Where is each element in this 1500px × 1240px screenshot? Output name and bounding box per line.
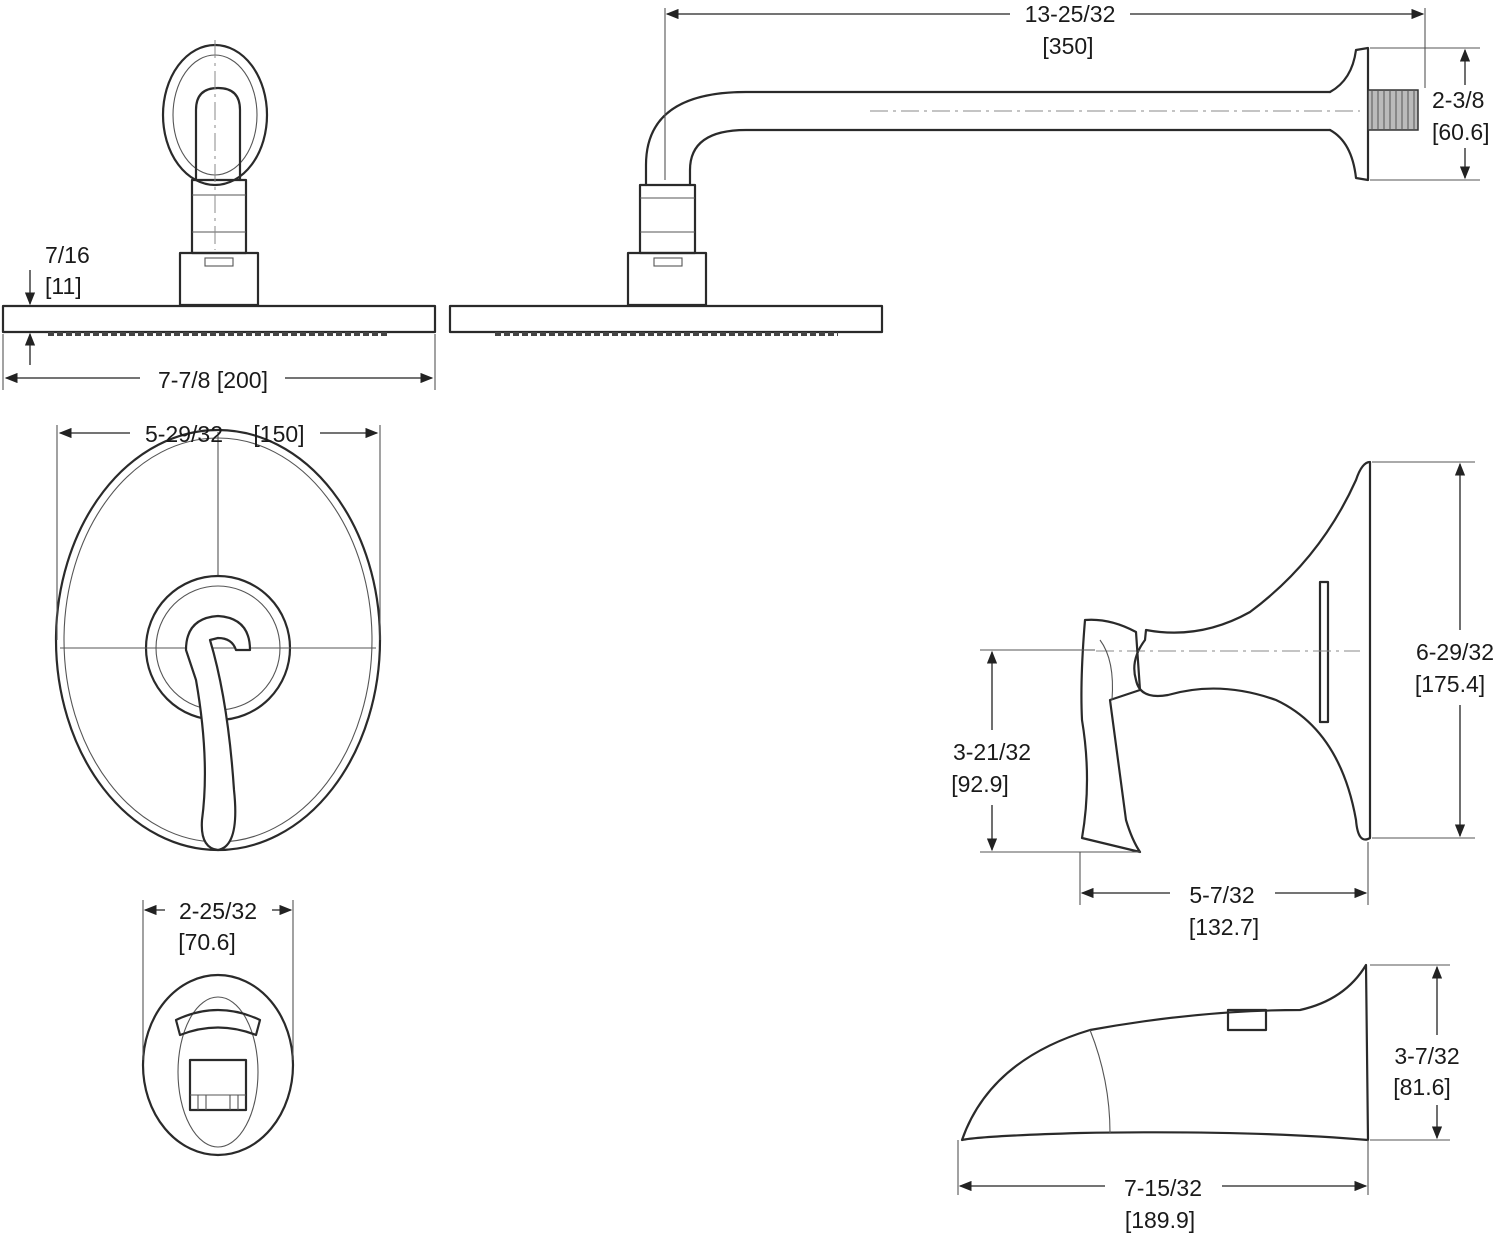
trim-width-imperial: 5-29/32	[145, 421, 223, 447]
valve-handle-side-view	[1080, 460, 1372, 854]
trim-width-metric: [150]	[253, 421, 304, 447]
valve-trim-front-view	[54, 428, 382, 852]
spout-face-imperial: 2-25/32	[179, 898, 257, 924]
handle-height-imperial: 3-21/32	[953, 739, 1031, 765]
head-thickness-metric: [11]	[45, 273, 82, 299]
projection-imperial: 5-7/32	[1189, 882, 1254, 908]
arm-length-metric: [350]	[1042, 33, 1093, 59]
arm-length-imperial: 13-25/32	[1025, 1, 1116, 27]
spout-face-metric: [70.6]	[178, 929, 236, 955]
arm-flange-metric: [60.6]	[1432, 119, 1490, 145]
spout-front-view	[141, 973, 295, 1157]
spout-length-metric: [189.9]	[1125, 1207, 1195, 1233]
spout-height-metric: [81.6]	[1393, 1074, 1451, 1100]
handle-height-metric: [92.9]	[951, 771, 1009, 797]
showerhead-front-view	[1, 40, 437, 336]
showerhead-side-view	[448, 46, 1419, 336]
spout-height-imperial: 3-7/32	[1394, 1043, 1459, 1069]
spout-length-imperial: 7-15/32	[1124, 1175, 1202, 1201]
head-width-label: 7-7/8 [200]	[158, 367, 268, 393]
trim-height-metric: [175.4]	[1415, 671, 1485, 697]
trim-height-imperial: 6-29/32	[1416, 639, 1494, 665]
tub-spout-side-view	[960, 963, 1370, 1142]
dimension-lines	[2, 8, 1480, 1195]
arm-flange-imperial: 2-3/8	[1432, 87, 1484, 113]
head-thickness-imperial: 7/16	[45, 242, 90, 268]
projection-metric: [132.7]	[1189, 914, 1259, 940]
